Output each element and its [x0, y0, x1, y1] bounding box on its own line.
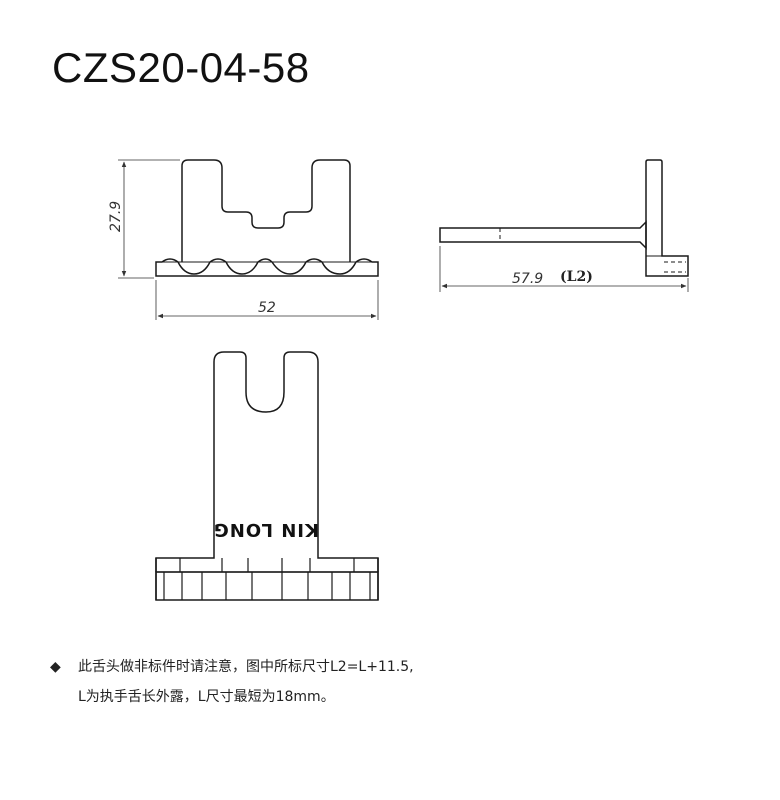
height-dimension-label: 27.9 [108, 201, 124, 232]
note-line-1: ◆ 此舌头做非标件时请注意，图中所标尺寸L2=L+11.5, [50, 652, 414, 682]
front-view-base [155, 258, 379, 277]
width-dimension-label: 52 [258, 300, 276, 316]
note-line-2: L为执手舌长外露，L尺寸最短为18mm。 [50, 682, 414, 712]
note-text-1: 此舌头做非标件时请注意，图中所标尺寸L2=L+11.5, [78, 659, 414, 675]
diamond-bullet-icon: ◆ [50, 659, 61, 675]
length-dimension-label: 57.9 [512, 271, 543, 287]
top-view-base [155, 571, 379, 601]
side-view-tongue [439, 220, 647, 250]
page-title: CZS20-04-58 [52, 44, 310, 91]
note-text-2: L为执手舌长外露，L尺寸最短为18mm。 [78, 689, 335, 705]
usage-note: ◆ 此舌头做非标件时请注意，图中所标尺寸L2=L+11.5, L为执手舌长外露，L… [50, 652, 414, 712]
front-view-outline [181, 159, 351, 258]
top-view [155, 351, 379, 601]
front-view [155, 159, 379, 277]
side-view-post [645, 159, 689, 277]
top-view-plate [213, 351, 319, 556]
side-view-dimensions [439, 246, 689, 292]
length-l2-label: (L2) [560, 269, 593, 285]
brand-mark: KIN LONG [213, 519, 319, 540]
side-view [439, 159, 689, 277]
top-view-shoulder [155, 556, 379, 572]
front-view-dimensions [118, 159, 379, 320]
